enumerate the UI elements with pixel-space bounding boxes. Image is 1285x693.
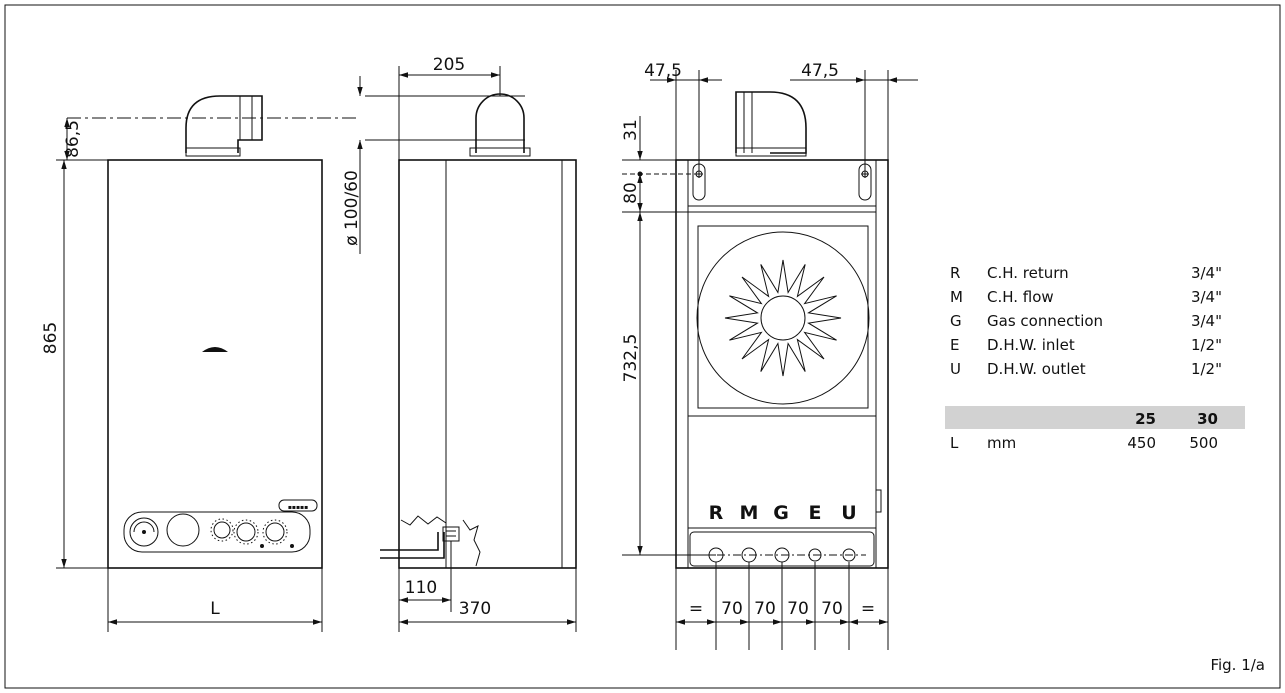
- size-table-header-25: 25: [1135, 410, 1156, 428]
- fan-hub: [760, 295, 806, 341]
- fan-assembly: [696, 225, 870, 409]
- conn-letter-u: U: [841, 502, 856, 524]
- control-panel: [123, 511, 311, 553]
- dim-rear-top-gap: 31: [621, 119, 641, 141]
- dim-flue-offset: 86,5: [63, 120, 83, 158]
- front-view: ▪▪▪▪▪ 86,5 865 L: [41, 95, 358, 632]
- legend-size-5: 1/2": [1191, 360, 1222, 378]
- dim-flue-diameter: ø 100/60: [342, 170, 362, 246]
- legend-size-2: 3/4": [1191, 288, 1222, 306]
- legend-desc-2: C.H. flow: [987, 288, 1054, 306]
- size-table-row-label: L: [950, 434, 959, 452]
- size-table-row-unit: mm: [987, 434, 1016, 452]
- connection-legend: R C.H. return 3/4" M C.H. flow 3/4" G Ga…: [950, 264, 1222, 378]
- rear-view: R M G E U 47,5 47,5: [621, 61, 918, 650]
- conn-letter-e: E: [809, 502, 822, 524]
- dim-rear-fitting-height: 732,5: [621, 334, 641, 383]
- legend-code-4: E: [950, 336, 959, 354]
- legend-size-3: 3/4": [1191, 312, 1222, 330]
- display-window: [166, 513, 200, 547]
- dim-rear-eq-right: =: [861, 599, 875, 619]
- dim-rear-left-offset: 47,5: [644, 61, 682, 81]
- dim-rear-pitch-3: 70: [787, 599, 809, 619]
- front-flue-elbow: [185, 95, 263, 157]
- size-table-header-bar: [945, 406, 1245, 429]
- dim-rear-right-offset: 47,5: [801, 61, 839, 81]
- legend-desc-5: D.H.W. outlet: [987, 360, 1086, 378]
- legend-code-1: R: [950, 264, 960, 282]
- knob-1: [213, 521, 231, 539]
- drawing-border: [4, 4, 1281, 689]
- legend-desc-4: D.H.W. inlet: [987, 336, 1075, 354]
- dim-rear-pitch-1: 70: [721, 599, 743, 619]
- dim-flue-depth: 205: [433, 55, 465, 75]
- svg-text:▪▪▪▪▪: ▪▪▪▪▪: [288, 504, 308, 511]
- fittings: [701, 547, 866, 563]
- side-flue-elbow: [469, 93, 531, 157]
- size-table: 25 30 L mm 450 500: [945, 406, 1245, 452]
- conn-letter-m: M: [740, 502, 759, 524]
- dim-rear-bracket: 80: [621, 182, 641, 204]
- legend-desc-3: Gas connection: [987, 312, 1103, 330]
- conn-letter-r: R: [709, 502, 724, 524]
- dim-rear-eq-left: =: [689, 599, 703, 619]
- front-logo-mark: [202, 347, 228, 352]
- legend-code-2: M: [950, 288, 963, 306]
- legend-size-1: 3/4": [1191, 264, 1222, 282]
- size-table-value-25: 450: [1127, 434, 1156, 452]
- knob-2: [236, 522, 256, 542]
- dim-front-height: 865: [41, 322, 61, 354]
- dim-rear-pitch-2: 70: [754, 599, 776, 619]
- front-casing: [107, 159, 323, 569]
- figure-label: Fig. 1/a: [1210, 656, 1265, 674]
- pressure-gauge: [129, 517, 159, 547]
- side-view: ø 100/60 205 110 370: [342, 55, 577, 632]
- dim-side-depth: 370: [459, 599, 491, 619]
- dim-rear-pitch-4: 70: [821, 599, 843, 619]
- dim-pipe-offset: 110: [405, 578, 437, 598]
- size-table-value-30: 500: [1189, 434, 1218, 452]
- front-badge: [278, 499, 318, 512]
- legend-desc-1: C.H. return: [987, 264, 1069, 282]
- size-table-header-30: 30: [1197, 410, 1218, 428]
- knob-3: [265, 522, 285, 542]
- fitting-u: [842, 548, 856, 562]
- conn-letter-g: G: [773, 502, 789, 524]
- rear-flue-elbow: [735, 91, 807, 157]
- legend-size-4: 1/2": [1191, 336, 1222, 354]
- legend-code-3: G: [950, 312, 962, 330]
- dim-front-width: L: [210, 599, 220, 619]
- side-casing: [398, 159, 577, 569]
- legend-code-5: U: [950, 360, 961, 378]
